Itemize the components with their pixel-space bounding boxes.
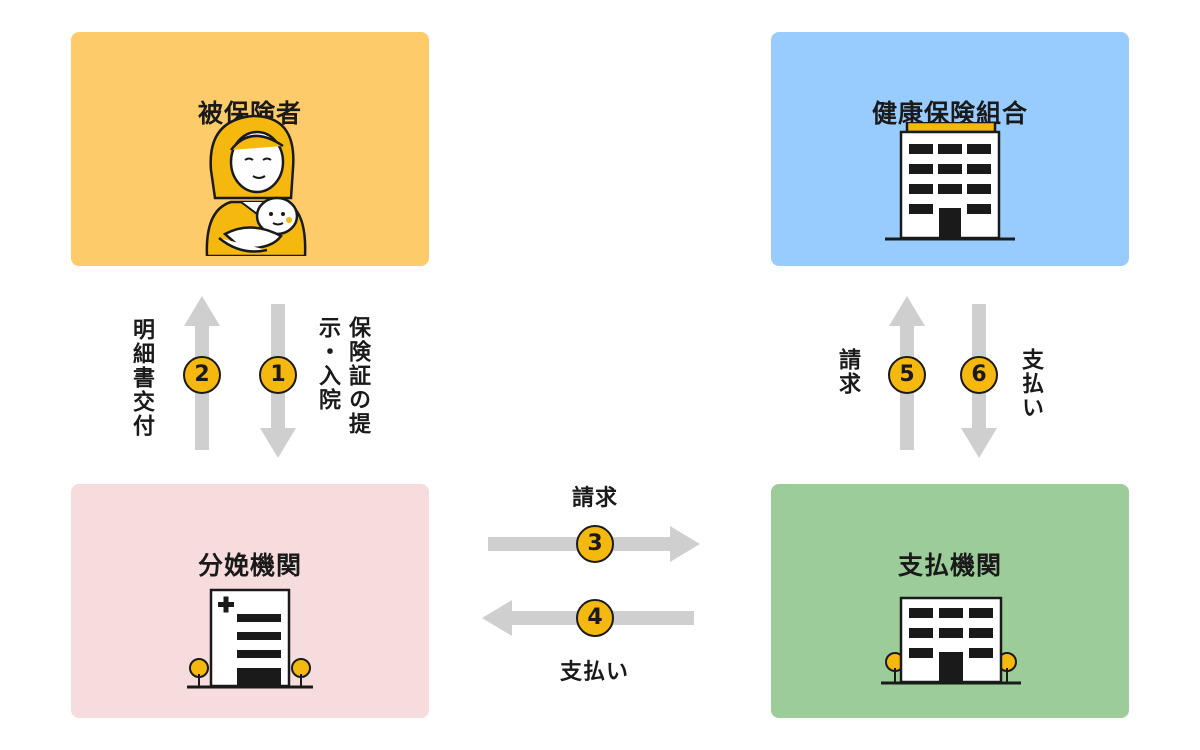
node-insurer: 健康保険組合 [771,32,1129,266]
step-6-label: 支払い [1018,348,1043,420]
step-1-label: 保険証の提示・入院 [315,316,370,436]
step-badge-5: 5 [888,356,926,394]
step-5-label: 請求 [835,348,860,396]
node-payer: 支払機関 [771,484,1129,718]
step-4-label: 支払い [560,660,630,685]
node-hospital-title: 分娩機関 [197,551,302,580]
node-hospital: 分娩機関 [71,484,429,718]
step-badge-3: 3 [576,525,614,563]
step-3-label: 請求 [572,486,619,511]
step-2-label: 明細書交付 [129,318,154,438]
node-payer-title: 支払機関 [897,551,1002,580]
mother-with-baby-icon [205,114,307,256]
step-badge-4: 4 [576,599,614,637]
step-badge-6: 6 [960,356,998,394]
step-badge-2: 2 [183,356,221,394]
node-insured: 被保険者 [71,32,429,266]
office-building-icon [885,122,1015,241]
office-building-with-trees-icon [881,596,1021,685]
step-badge-1: 1 [259,356,297,394]
hospital-building-icon [187,588,313,689]
